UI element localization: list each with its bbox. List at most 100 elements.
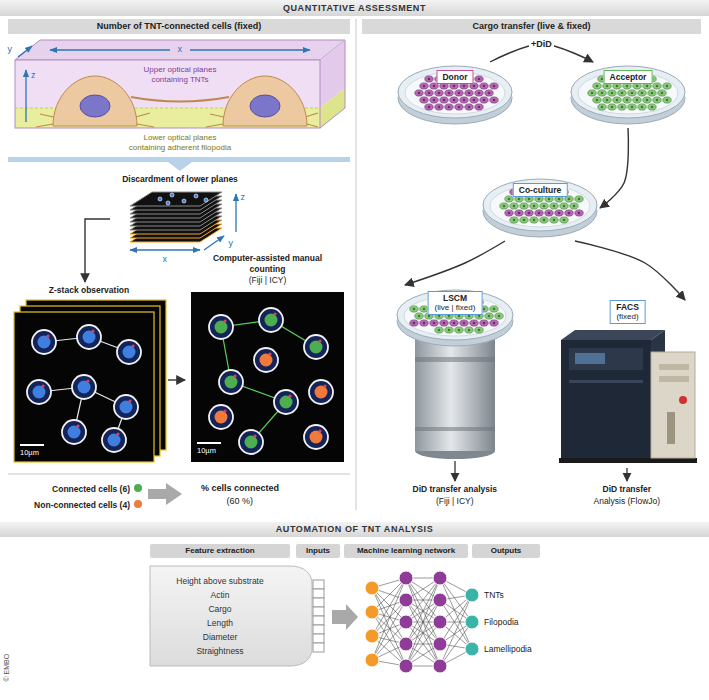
nucleus <box>463 99 466 102</box>
cell <box>520 203 528 209</box>
nucleus <box>573 205 576 208</box>
nucleus <box>641 92 644 95</box>
nucleus <box>656 99 659 102</box>
nucleus <box>626 85 629 88</box>
cell <box>445 90 453 96</box>
nucleus <box>636 99 639 102</box>
nucleus <box>641 106 644 109</box>
slot <box>659 364 689 370</box>
nucleus <box>453 85 456 88</box>
scale-label: 10µm <box>20 448 39 457</box>
image-plane <box>130 192 222 206</box>
cell <box>540 217 548 223</box>
cell <box>455 327 463 333</box>
nucleus <box>438 92 441 95</box>
nucleus <box>493 99 496 102</box>
result-arrow <box>626 468 627 481</box>
vesicle <box>86 379 89 382</box>
nucleus <box>578 212 581 215</box>
legend-text: Connected cells (6) <box>52 484 130 494</box>
cell <box>72 375 96 399</box>
cell <box>410 320 418 326</box>
cell <box>510 217 518 223</box>
cell <box>500 203 508 209</box>
feature-item: Height above substrate <box>150 574 290 588</box>
nucleus <box>538 198 541 201</box>
cell <box>219 370 243 394</box>
cell <box>608 104 616 110</box>
nucleus <box>553 205 556 208</box>
cell <box>485 90 493 96</box>
cell <box>209 315 233 339</box>
cell <box>470 97 478 103</box>
vesicle <box>223 319 226 322</box>
nucleus <box>606 85 609 88</box>
neuron <box>365 629 379 643</box>
dish-label: Acceptor <box>604 70 653 84</box>
dish-label: Donor <box>436 70 473 84</box>
nucleus <box>596 85 599 88</box>
vesicle <box>253 434 256 437</box>
output-label: Filopodia <box>484 617 519 628</box>
cell <box>114 395 138 419</box>
nucleus <box>518 198 521 201</box>
panel-header: Number of TNT-connected cells (fixed) <box>8 19 350 34</box>
vesicle <box>223 409 226 412</box>
title-band: QUANTITATIVE ASSESSMENT <box>0 0 709 16</box>
column-title: Machine learning network <box>344 544 468 558</box>
nucleus <box>646 85 649 88</box>
vesicle <box>46 334 49 337</box>
cell <box>455 104 463 110</box>
neuron <box>399 659 413 673</box>
nucleus <box>606 99 609 102</box>
nucleus <box>483 322 486 325</box>
nucleus <box>528 198 531 201</box>
nucleus <box>468 315 471 318</box>
nucleus <box>591 92 594 95</box>
nucleus <box>443 85 446 88</box>
neuron <box>433 571 447 585</box>
nucleus <box>498 315 501 318</box>
nucleus <box>626 99 629 102</box>
nucleus <box>616 85 619 88</box>
connector <box>85 219 110 282</box>
nucleus <box>423 322 426 325</box>
nucleus <box>563 205 566 208</box>
nucleus <box>493 85 496 88</box>
cell <box>204 198 208 202</box>
cell <box>540 203 548 209</box>
nucleus <box>468 106 471 109</box>
neuron <box>365 653 379 667</box>
side-face-lower <box>320 88 345 128</box>
nucleus <box>423 85 426 88</box>
cell <box>530 203 538 209</box>
scale-bar <box>197 442 221 444</box>
cell <box>618 90 626 96</box>
label-box: LSCM(live | fixed) <box>428 291 483 315</box>
nucleus <box>423 99 426 102</box>
column-title: Inputs <box>296 544 340 558</box>
vesicle <box>91 329 94 332</box>
nucleus <box>418 92 421 95</box>
cell <box>460 97 468 103</box>
slab-outline <box>320 40 345 128</box>
figure-heading: Discardment of lower planes <box>110 174 250 185</box>
nucleus <box>443 99 446 102</box>
input-cell <box>313 580 324 589</box>
cell <box>166 201 170 205</box>
legend-text: Non-connected cells (4) <box>34 500 130 510</box>
neuron <box>399 593 413 607</box>
nucleus <box>631 106 634 109</box>
cell <box>480 320 488 326</box>
facs-machine: FACS(fixed) <box>555 300 700 465</box>
instrument-name: LSCM <box>435 293 476 303</box>
legend-item: Connected cells (6) <box>8 480 142 496</box>
feature-funnel <box>150 566 312 666</box>
nucleus <box>488 315 491 318</box>
cell <box>618 104 626 110</box>
input-cell <box>313 625 324 634</box>
cell <box>658 90 666 96</box>
column-title: Outputs <box>472 544 540 558</box>
cell <box>510 203 518 209</box>
nucleus <box>548 212 551 215</box>
